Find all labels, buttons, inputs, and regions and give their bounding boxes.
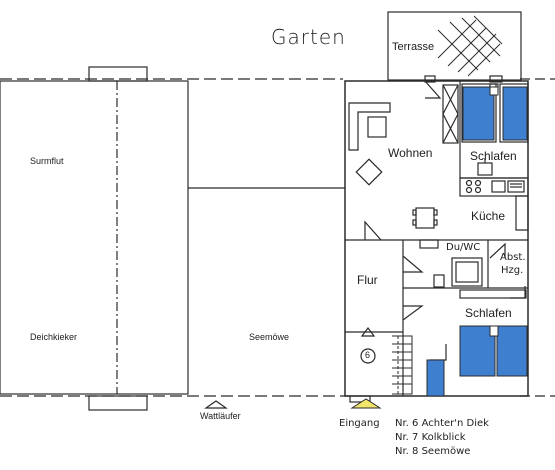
bed-top-right [502, 86, 528, 141]
storage-label-1: Abst. [500, 252, 526, 263]
door-swing-hall-2 [402, 305, 424, 321]
terrace [387, 11, 522, 81]
bedroom-bottom-label: Schlafen [465, 306, 512, 320]
unit-label-surmflut: Surmflut [30, 156, 64, 166]
entrance-main-label: Eingang [339, 418, 380, 429]
bed-top-left [462, 86, 495, 141]
terrace-hatch [437, 15, 503, 77]
door-swing-stair [430, 344, 447, 361]
bed-lower-left [459, 325, 496, 377]
door-swing-living-lower [364, 220, 382, 241]
bath-sink [419, 239, 439, 249]
coffee-table [355, 158, 383, 186]
terrace-door-right [489, 75, 503, 83]
toilet [433, 274, 445, 288]
kitchen-counter [459, 177, 529, 197]
kitchen-label: Küche [471, 209, 506, 223]
chimney-top [88, 66, 148, 82]
kitchen-counter-side [515, 195, 529, 231]
main-entrance-marker [350, 398, 382, 409]
wattlaeufer-entrance-marker [204, 400, 228, 409]
garden-label: Garten [271, 25, 346, 49]
corner-sofa [348, 102, 391, 151]
bed-top-left-frame [461, 83, 497, 143]
door-swing-living [424, 80, 442, 99]
oven [491, 180, 506, 193]
bed-lower-right [496, 325, 528, 377]
stair-number-circle [360, 348, 376, 364]
wardrobe-lower [459, 289, 527, 299]
unit-label-seemoewe: Seemöwe [249, 332, 290, 342]
bedroom-fixture [477, 162, 493, 176]
left-building [0, 80, 189, 395]
unit-label-deichkieker: Deichkieker [30, 332, 78, 342]
hall-label: Flur [357, 273, 378, 287]
entrance-list-item: Nr. 6 Achter'n Diek [395, 418, 489, 429]
entrance-list-item: Nr. 8 Seemöwe [395, 446, 471, 457]
armchair [367, 116, 387, 138]
wardrobe [442, 84, 459, 144]
stair-number: 6 [365, 350, 371, 360]
bed-top-right-frame [499, 83, 529, 143]
sink-kitchen [507, 180, 525, 193]
terrace-door-left [424, 75, 436, 83]
door-swing-storage [489, 242, 506, 259]
stove-burner [465, 179, 473, 187]
dining-table [415, 207, 435, 229]
entrance-list-item: Nr. 7 Kolkblick [395, 432, 466, 443]
terrace-label: Terrasse [392, 41, 435, 53]
shower [451, 257, 483, 287]
stair-arrow [360, 327, 376, 337]
entrance-door-frame [349, 395, 371, 403]
hall-cabinet [426, 359, 445, 397]
storage-label-2: Hzg. [501, 265, 524, 276]
living-room-label: Wohnen [388, 146, 433, 160]
door-swing-hall [402, 255, 424, 273]
bedroom-top-label: Schlafen [470, 149, 517, 163]
chimney-bottom [88, 395, 148, 411]
bath-label: Du/WC [446, 242, 481, 253]
entrance-wattlaeufer-label: Wattläufer [200, 411, 241, 421]
staircase [392, 335, 413, 395]
